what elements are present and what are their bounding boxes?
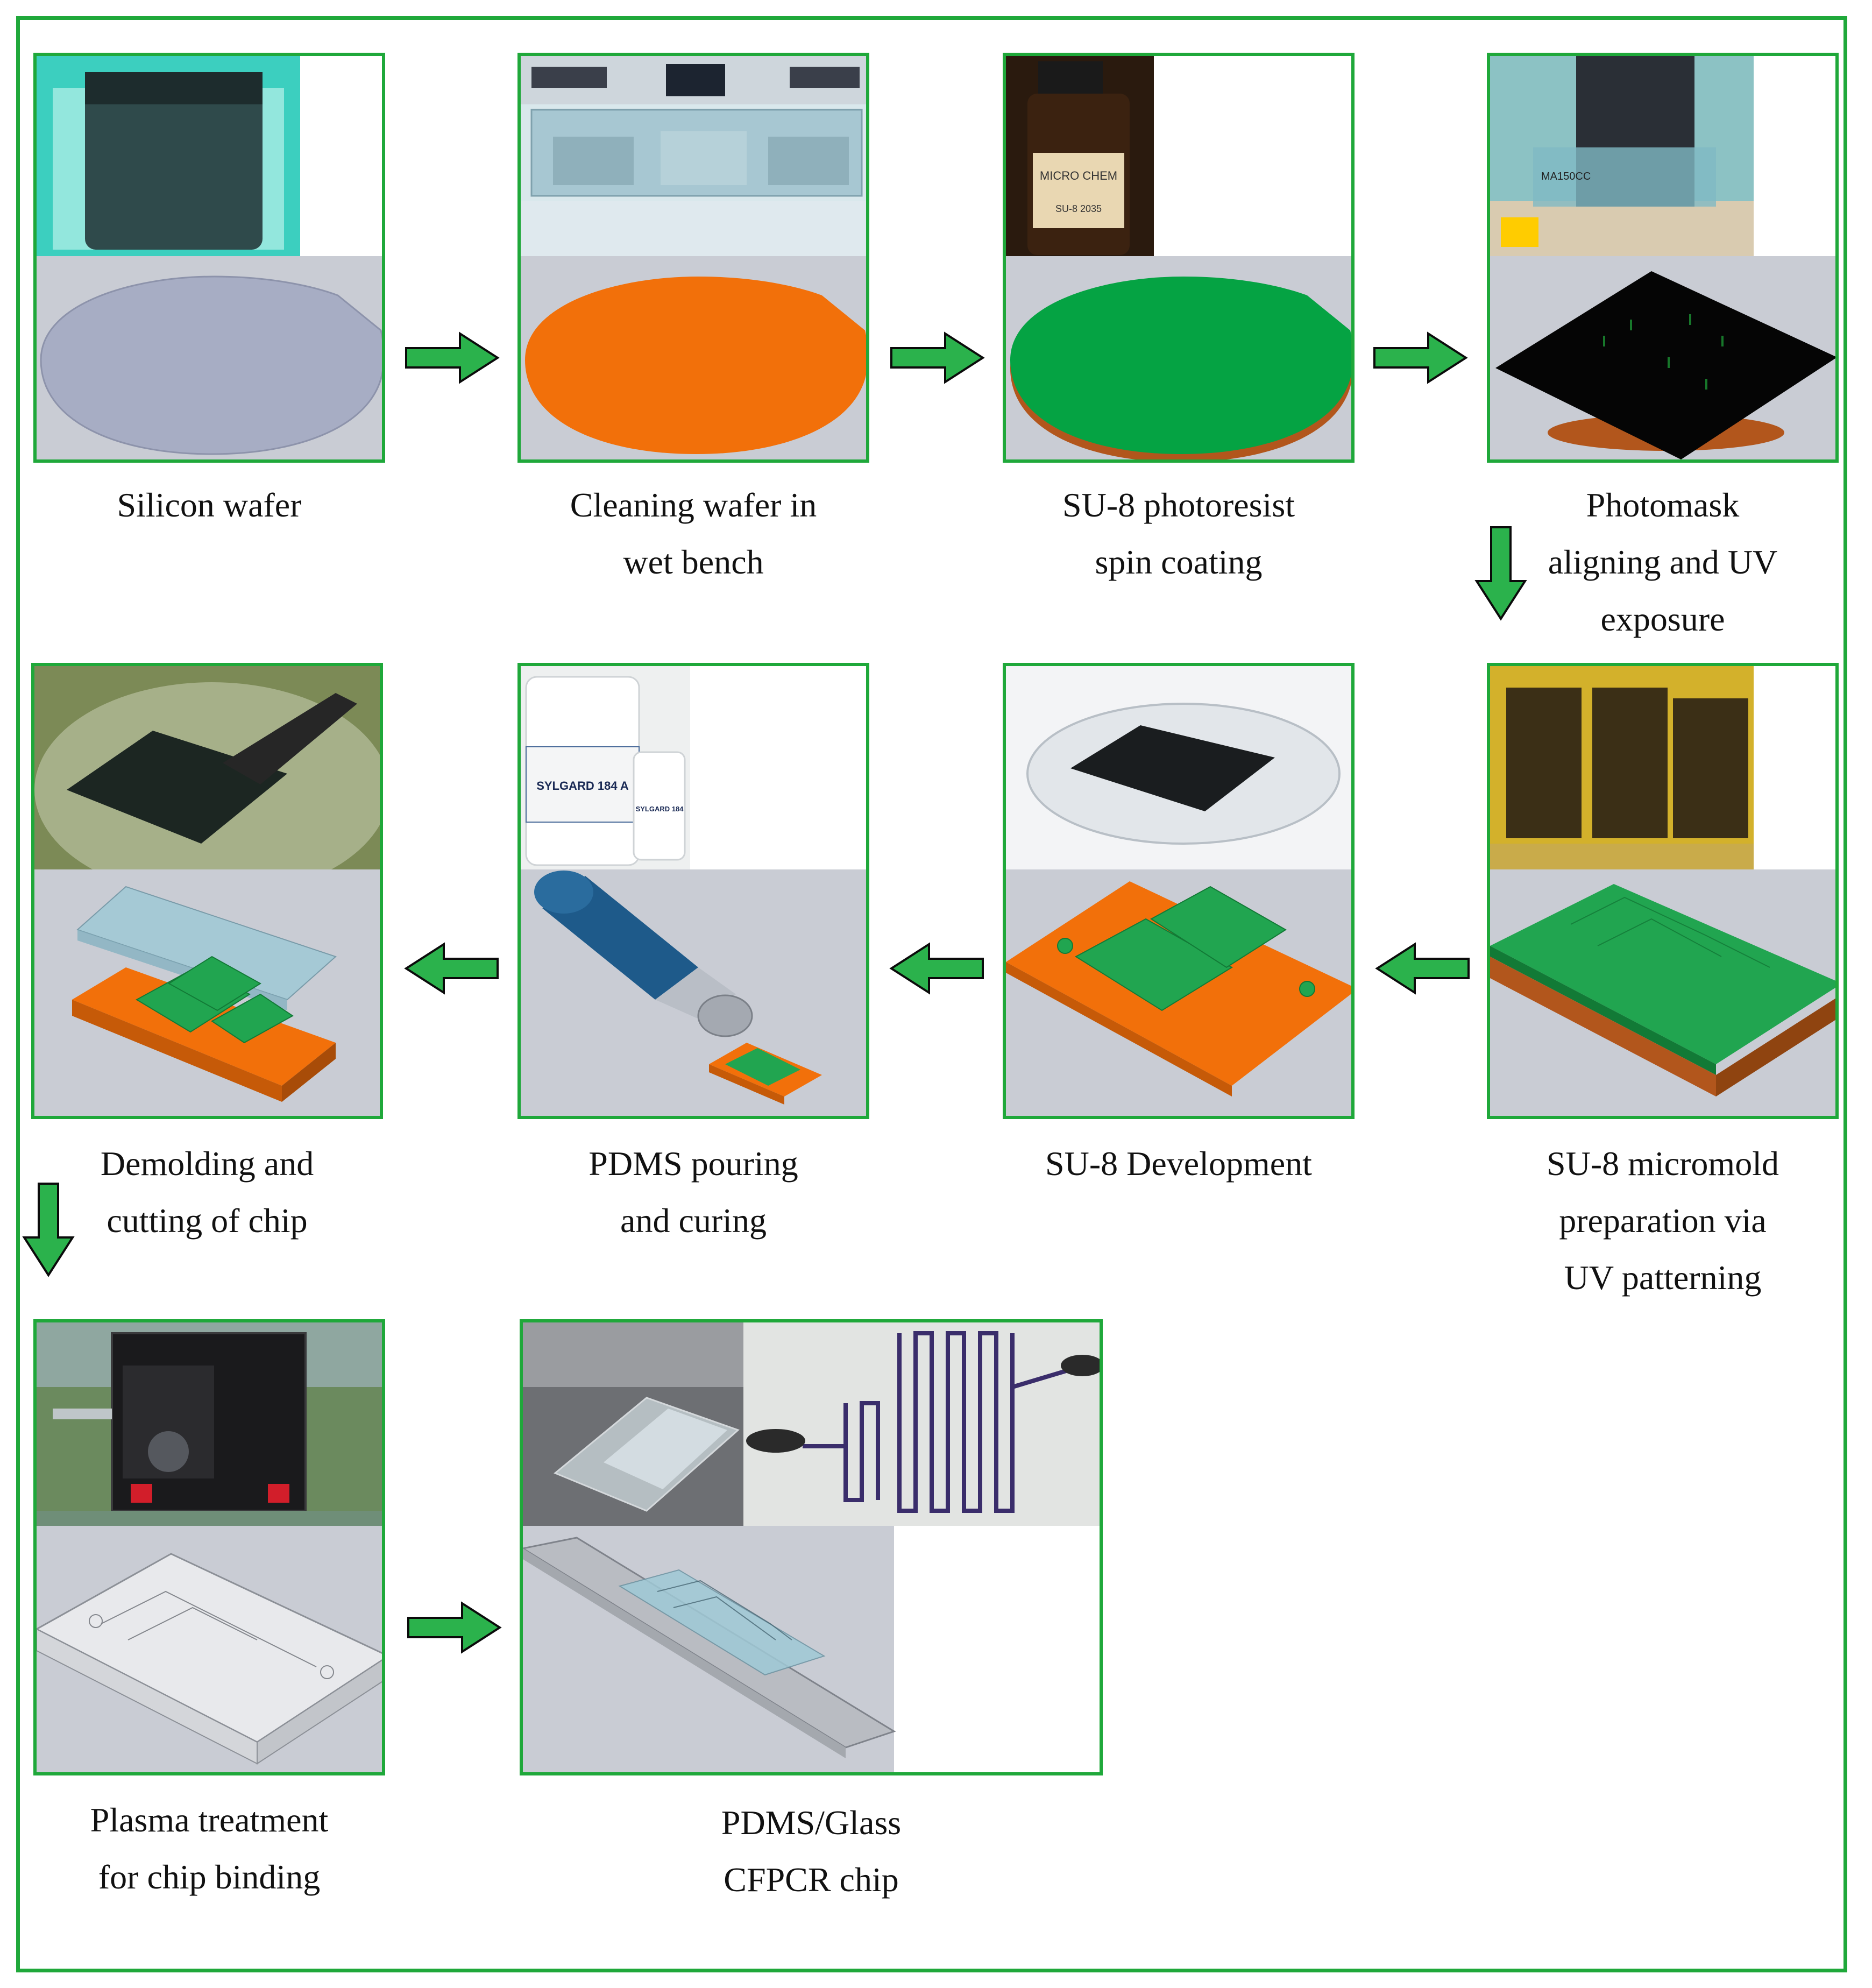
channel-pattern: [135, 956, 294, 1044]
photoresist-wafer-render: [1010, 277, 1351, 454]
bottle-label-product: SU-8 2035: [1055, 203, 1102, 214]
panel-photomask: MA150CC: [1487, 53, 1839, 463]
arrow-right-3: [1373, 331, 1468, 384]
arrow-left-2: [889, 942, 984, 995]
arrow-right-2: [890, 331, 985, 384]
sylgard-b-label: SYLGARD 184: [636, 805, 684, 813]
caption-spin-coating: SU-8 photoresist spin coating: [1062, 486, 1295, 581]
caption-plasma-treatment: Plasma treatment for chip binding: [90, 1801, 329, 1896]
pdms-chip-render: [618, 1569, 826, 1676]
caption-demolding: Demolding and cutting of chip: [100, 1144, 314, 1240]
sylgard-a-label: SYLGARD 184 A: [536, 779, 629, 793]
panel-su8-development: [1003, 663, 1355, 1119]
caption-final-chip: PDMS/Glass CFPCR chip: [721, 1803, 902, 1899]
wet-bench-illustration: [521, 56, 866, 459]
plasma-treatment-illustration: [37, 1322, 382, 1772]
spin-coating-illustration: MICRO CHEM SU-8 2035: [1006, 56, 1351, 459]
micromold-illustration: [1490, 666, 1835, 1116]
panel-final-chip: [520, 1319, 1103, 1775]
panel-spin-coating: MICRO CHEM SU-8 2035: [1003, 53, 1355, 463]
caption-photomask: Photomask aligning and UV exposure: [1548, 486, 1778, 638]
caption-su8-micromold: SU-8 micromold preparation via UV patter…: [1547, 1144, 1779, 1297]
photomask-illustration: MA150CC: [1490, 56, 1835, 459]
panel-demolding: [31, 663, 383, 1119]
cleaned-wafer-render: [525, 277, 866, 454]
final-chip-illustration: [523, 1322, 1100, 1772]
caption-silicon-wafer: Silicon wafer: [117, 486, 302, 524]
micromold-render: [1490, 884, 1835, 1064]
chip-photo-2: [743, 1322, 1100, 1526]
arrow-down-2: [22, 1183, 75, 1277]
bottle-label: [1033, 153, 1124, 228]
caption-su8-development: SU-8 Development: [1045, 1144, 1312, 1183]
su8-development-illustration: [1006, 666, 1351, 1116]
wafer-stack: [85, 72, 263, 250]
panel-cleaning-wafer: [517, 53, 869, 463]
bottle-label-brand: MICRO CHEM: [1040, 169, 1117, 182]
silicon-wafer-illustration: [37, 56, 382, 459]
caption-cleaning-wafer: Cleaning wafer in wet bench: [570, 486, 817, 581]
pdms-pouring-illustration: SYLGARD 184 A SYLGARD 184: [521, 666, 866, 1116]
demolding-illustration: [34, 666, 380, 1116]
su8-mold-render: [72, 967, 336, 1086]
arrow-right-4: [407, 1601, 502, 1654]
arrow-right-1: [405, 331, 500, 384]
wafer-render: [40, 275, 382, 455]
panel-silicon-wafer: [33, 53, 385, 463]
panel-pdms-pouring: SYLGARD 184 A SYLGARD 184: [517, 663, 869, 1119]
panel-plasma-treatment: [33, 1319, 385, 1775]
outer-frame: [16, 16, 1847, 1972]
arrow-down-1: [1474, 526, 1527, 621]
panel-su8-micromold: [1487, 663, 1839, 1119]
caption-pdms-pouring: PDMS pouring and curing: [588, 1144, 798, 1240]
chip-channel-photo: [803, 1331, 1067, 1513]
arrow-left-1: [1375, 942, 1470, 995]
pdms-bottle-render: [534, 871, 753, 1037]
arrow-left-3: [404, 942, 499, 995]
photomask-render: [1495, 271, 1835, 459]
aligner-label: MA150CC: [1541, 171, 1591, 182]
developed-channel-pattern: [1057, 886, 1315, 1011]
